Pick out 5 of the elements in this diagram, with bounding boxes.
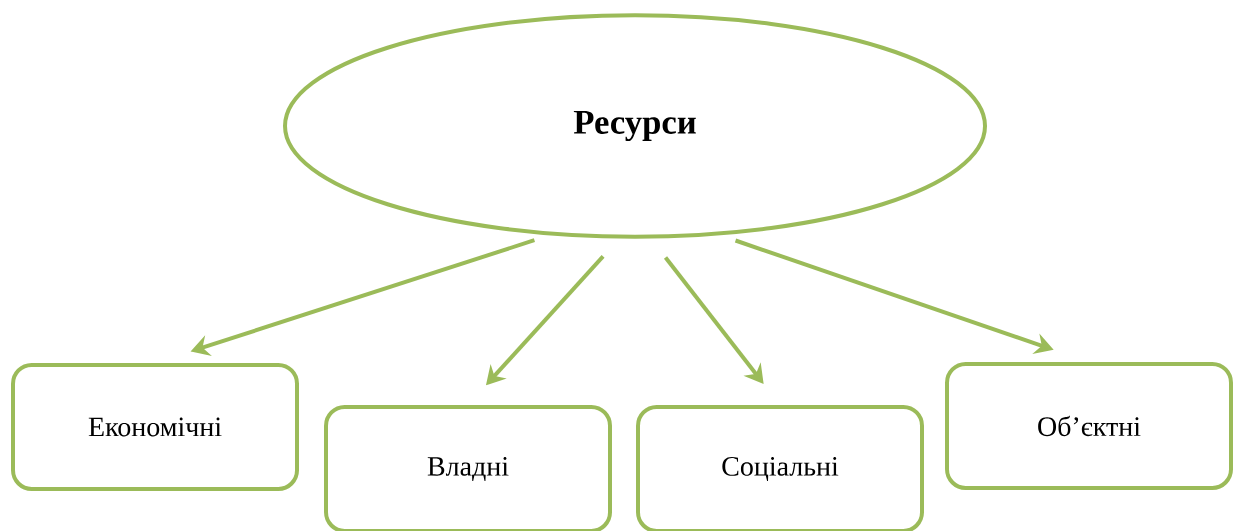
rounded-box: Владні [324,405,612,531]
ellipse-node: Ресурси [283,13,987,239]
rounded-box: Економічні [11,363,299,491]
rounded-box: Соціальні [636,405,924,531]
rounded-box: Об’єктні [945,362,1233,490]
